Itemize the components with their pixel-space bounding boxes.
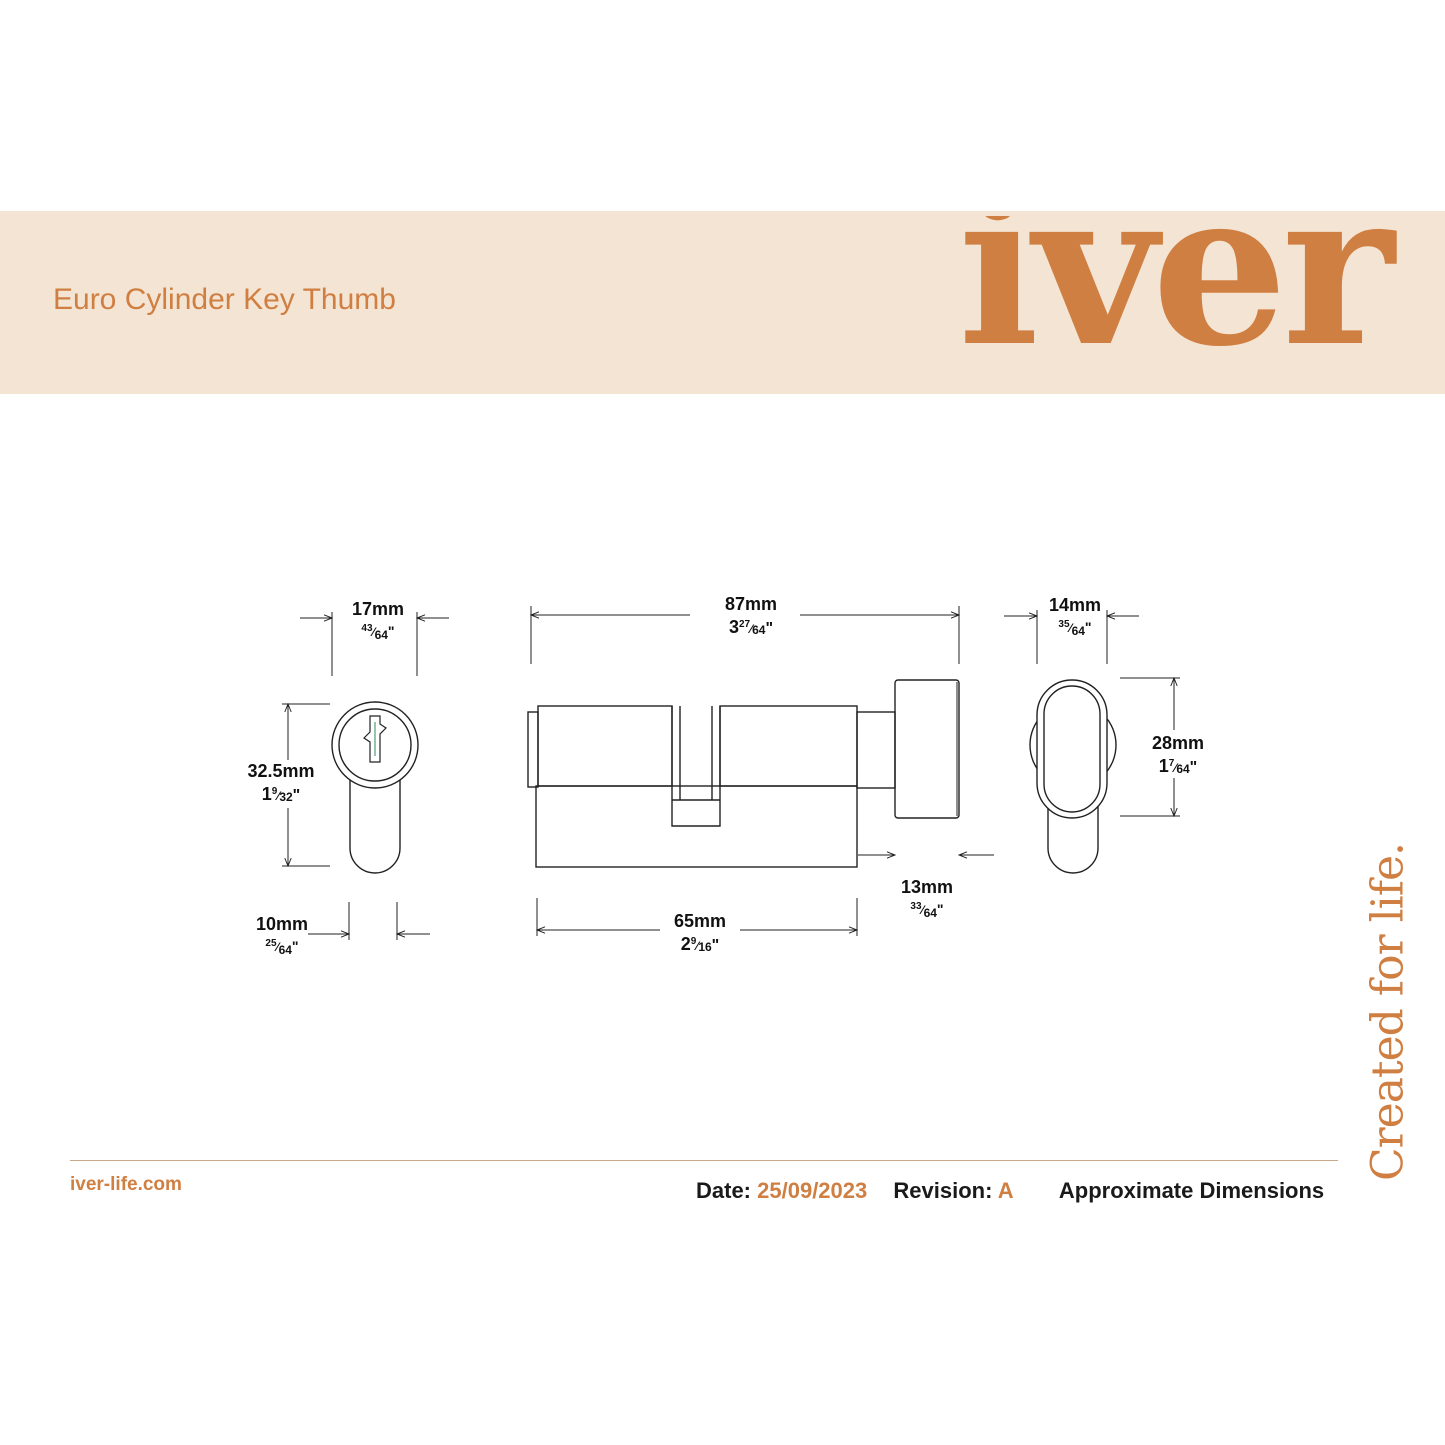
dim-front-bottom-width: [308, 902, 430, 940]
side-view-key-end-cap: [527, 711, 539, 788]
footer-meta: Date: 25/09/2023 Revision: A Approximate…: [696, 1178, 1324, 1204]
dim-thumbturn-depth: [1004, 610, 1139, 664]
dim-body-length-imperial: 29⁄16": [681, 934, 720, 954]
side-view-upper-body: [537, 705, 673, 787]
keyhole-icon: [363, 715, 387, 763]
brand-logo-text: iver: [958, 216, 1395, 394]
dim-overall-length-imperial: 327⁄64": [729, 617, 773, 637]
date-label: Date:: [696, 1178, 752, 1203]
front-view: [331, 701, 419, 874]
dim-body-length: [537, 898, 857, 936]
dim-thumbturn-offset-imperial: 33⁄64": [910, 901, 943, 920]
dim-thumbturn-depth-imperial: 35⁄64": [1058, 619, 1091, 638]
dim-front-bottom-width-metric: 10mm: [256, 914, 308, 934]
dim-thumbturn-height-imperial: 17⁄64": [1159, 756, 1198, 776]
dim-front-height: [282, 704, 330, 866]
website-link[interactable]: iver-life.com: [70, 1174, 182, 1195]
side-view-cam: [671, 706, 721, 827]
end-view-body: [1047, 780, 1099, 874]
dim-thumbturn-height: [1120, 678, 1180, 816]
dim-front-width-imperial: 43⁄64": [361, 623, 394, 642]
dim-thumbturn-depth-metric: 14mm: [1049, 595, 1101, 615]
side-view-spindle: [856, 711, 896, 789]
dim-front-height-imperial: 19⁄32": [262, 784, 301, 804]
footer-divider: [70, 1160, 1338, 1161]
dim-front-width-metric: 17mm: [352, 599, 404, 619]
header-banner: [0, 211, 1445, 394]
dim-front-bottom-width-imperial: 25⁄64": [265, 938, 298, 957]
dim-overall-length-metric: 87mm: [725, 594, 777, 614]
end-view: [1029, 679, 1117, 874]
side-view-upper-body-right: [719, 705, 858, 787]
dim-front-height-metric: 32.5mm: [247, 761, 314, 781]
product-title: Euro Cylinder Key Thumb: [53, 283, 396, 316]
end-view-thumbturn-outer: [1036, 679, 1108, 819]
side-view: [527, 679, 960, 868]
dim-overall-length: [531, 606, 959, 664]
dim-front-width: [300, 612, 449, 676]
revision-label: Revision:: [893, 1178, 993, 1203]
dim-thumbturn-height-metric: 28mm: [1152, 733, 1204, 753]
approximate-dimensions-note: Approximate Dimensions: [1058, 1178, 1325, 1203]
front-view-plug-inner: [338, 708, 412, 782]
end-view-thumbturn-inner: [1043, 685, 1101, 813]
side-view-thumbturn: [894, 679, 960, 819]
dim-body-length-metric: 65mm: [674, 911, 726, 931]
dim-thumbturn-offset-metric: 13mm: [901, 877, 953, 897]
front-view-outline: [349, 780, 401, 874]
date-value: 25/09/2023: [757, 1178, 868, 1203]
revision-value: A: [997, 1178, 1014, 1203]
brand-logo: iver: [958, 216, 1418, 394]
side-view-lower-body: [535, 785, 858, 868]
